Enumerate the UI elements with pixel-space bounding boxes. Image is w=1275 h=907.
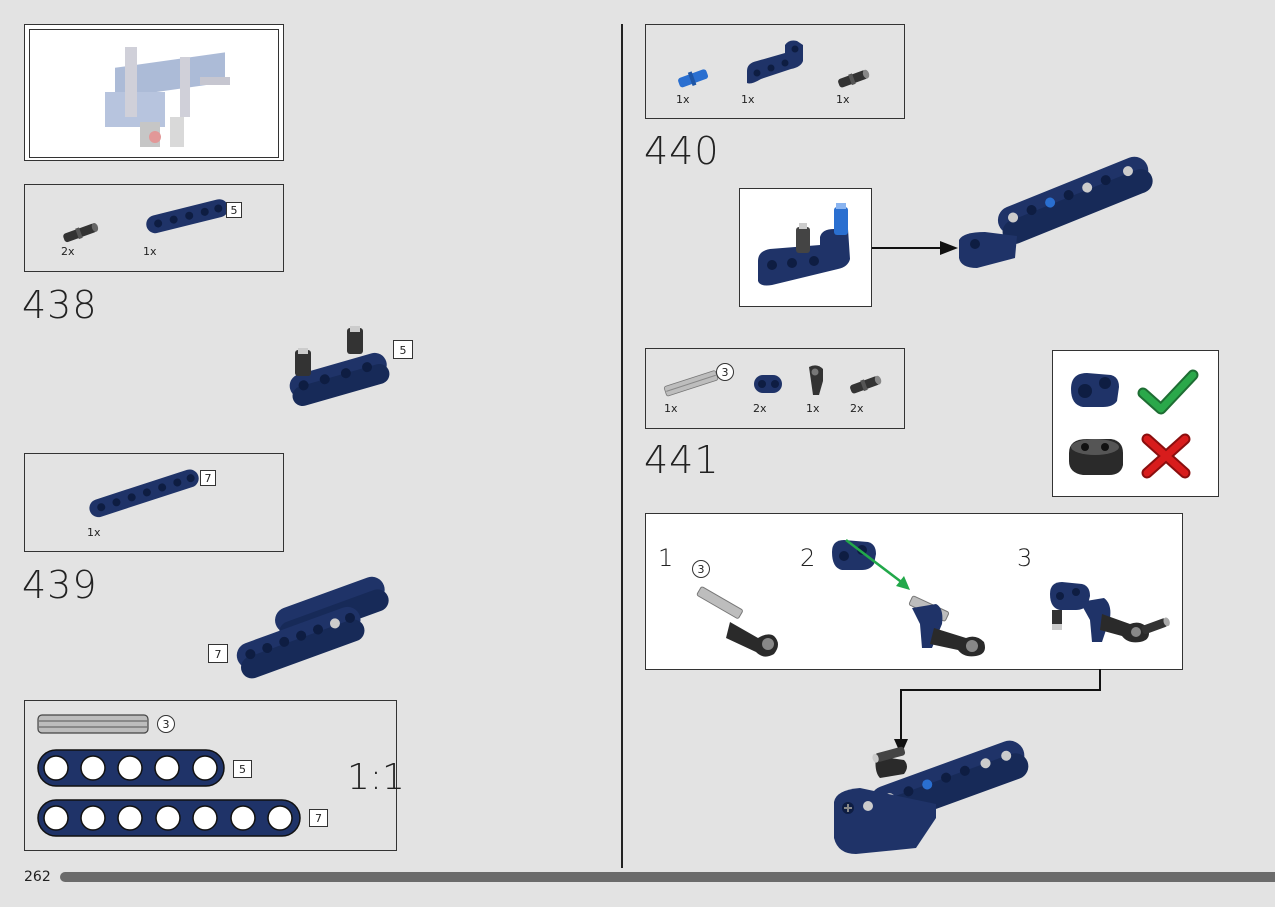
subassembly-440 [758,203,850,286]
model-preview-frame [24,24,284,161]
part-qty: 1x [676,93,690,106]
part-qty: 2x [753,402,767,415]
assembly-438 [289,326,390,407]
axle-3-scale-icon [37,714,149,734]
check-icon [1137,369,1199,415]
length-badge: 7 [208,644,228,663]
model-preview-image [105,47,230,147]
length-badge: 5 [233,760,252,778]
beam-7-icon [89,469,199,518]
substep-1-image [696,586,778,657]
step-number-440: 440 [644,129,720,173]
page-progress-bar [60,872,1275,882]
assembly-440 [959,156,1153,268]
incorrect-part-icon [1069,439,1123,475]
cross-block-icon [754,375,782,393]
cross-icon [1141,433,1191,479]
length-circle: 3 [716,363,734,381]
step-number-438: 438 [22,283,98,327]
part-qty: 1x [87,526,101,539]
part-qty: 2x [850,402,864,415]
beam-5-icon [146,199,229,234]
scale-ratio: 1:1 [347,757,405,798]
length-badge: 7 [200,470,216,486]
black-pin-icon [838,69,870,88]
black-connector-icon [809,365,823,395]
part-qty: 1x [836,93,850,106]
assembly-439 [236,576,389,679]
parts-list-438: 2x 5 1x [24,184,284,272]
part-qty: 2x [61,245,75,258]
substep-2-image [832,539,985,657]
length-circle: 3 [157,715,175,733]
parts-list-439: 7 1x [24,453,284,552]
part-qty: 1x [143,245,157,258]
black-pin-icon [850,375,882,394]
axle-3-icon [663,370,719,397]
beam-7-scale-icon [37,799,301,837]
length-badge: 7 [309,809,328,827]
substeps-441: 1 3 2 3 [645,513,1183,670]
length-circle: 3 [692,560,710,578]
subassembly-callout-440 [739,188,872,307]
scale-guide: 3 5 7 1:1 [24,700,405,851]
substep-label: 2 [800,544,816,572]
step-number-441: 441 [644,438,720,482]
part-qty: 1x [741,93,755,106]
part-qty: 1x [806,402,820,415]
assembly-441 [834,740,1029,854]
substep-label: 1 [658,544,674,572]
arrow-icon [872,241,958,255]
parts-list-440: 1x 1x 1x [645,24,905,119]
page-divider [621,24,623,868]
angled-beam-icon [747,40,803,84]
page-number: 262 [24,869,51,885]
length-badge: 5 [393,340,413,359]
orientation-hint [1052,350,1219,497]
length-badge: 5 [226,202,242,218]
parts-list-441: 3 1x 2x 1x 2x [645,348,905,429]
black-pin-icon [63,223,99,243]
blue-pin-icon [678,69,709,88]
part-qty: 1x [664,402,678,415]
substep-label: 3 [1017,544,1033,572]
correct-part-icon [1071,373,1119,407]
step-number-439: 439 [22,563,98,607]
beam-5-scale-icon [37,749,225,787]
substep-3-image [1050,582,1170,643]
